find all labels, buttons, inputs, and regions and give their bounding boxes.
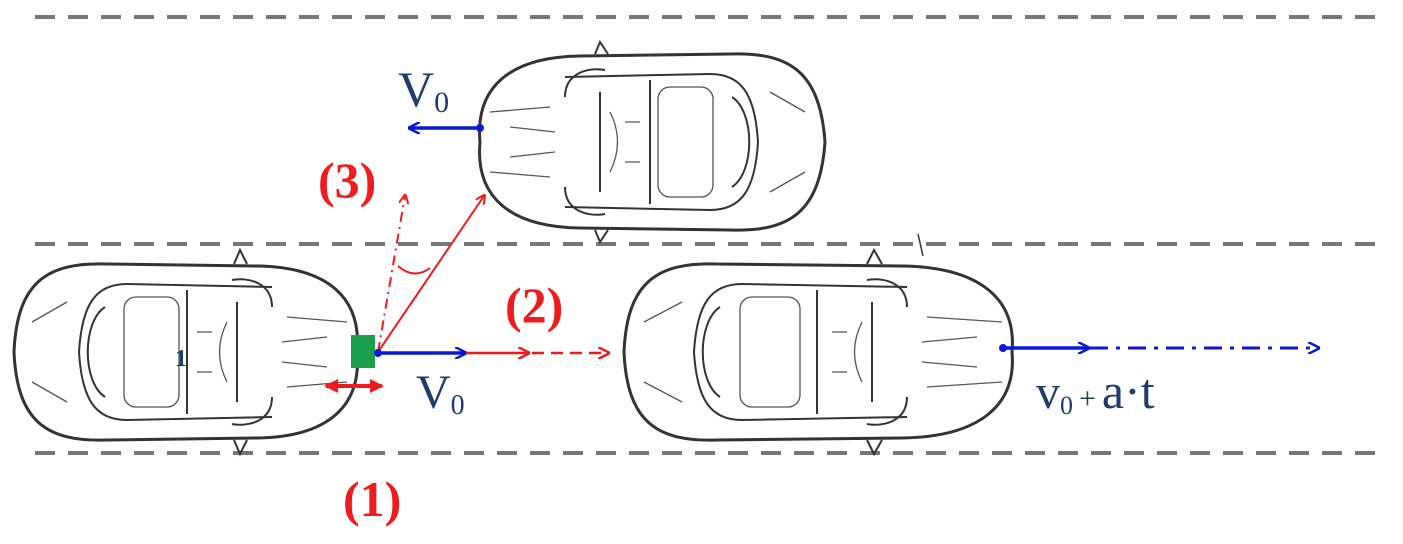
car-1 xyxy=(12,247,359,457)
car-leading xyxy=(622,247,1014,457)
path-2-label: (2) xyxy=(505,277,563,333)
v0-label-oncoming: V0 xyxy=(398,61,449,119)
velocity-label-leading: v0+a·t xyxy=(1036,363,1155,420)
car-oncoming xyxy=(478,39,827,245)
path-3-dashed-line xyxy=(377,196,405,353)
path-3-label: (3) xyxy=(318,152,376,208)
car-number-label: 1 xyxy=(175,346,187,372)
tick-mark xyxy=(917,233,924,257)
v0-label-car1: V0 xyxy=(416,366,465,421)
v0-origin-dot-oncoming xyxy=(476,124,484,132)
path-1-label: (1) xyxy=(343,471,401,527)
sensor-box xyxy=(351,335,375,368)
path-3-solid-line xyxy=(377,196,484,353)
v0-origin-dot-car1 xyxy=(374,349,382,357)
angle-arc xyxy=(397,265,431,275)
v-origin-dot-leading xyxy=(999,344,1007,352)
